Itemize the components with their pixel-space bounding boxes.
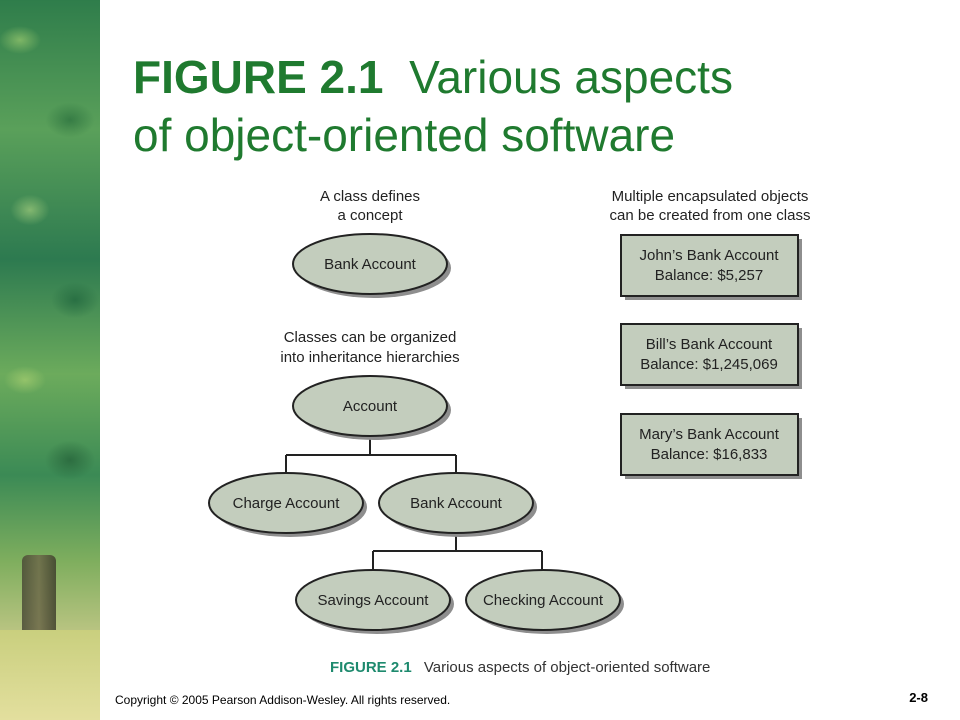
tree-decoration-image <box>0 0 100 720</box>
hierarchy-note-line1: Classes can be organized <box>284 329 457 346</box>
box-shape <box>620 234 799 297</box>
object-john-name: John’s Bank Account <box>640 247 780 264</box>
object-john-balance: Balance: $5,257 <box>655 267 763 284</box>
title-text-line2: of object-oriented software <box>133 109 676 161</box>
class-note-line2: a concept <box>337 207 403 224</box>
tree-trunk <box>22 555 56 635</box>
object-bill-name: Bill’s Bank Account <box>646 336 773 353</box>
object-bill-balance: Balance: $1,245,069 <box>640 356 778 373</box>
title-text-line1: Various aspects <box>409 51 733 103</box>
copyright-footer: Copyright © 2005 Pearson Addison-Wesley.… <box>115 693 451 707</box>
figure-caption: FIGURE 2.1 Various aspects of object-ori… <box>330 659 710 676</box>
object-box-mary: Mary’s Bank Account Balance: $16,833 <box>620 413 802 479</box>
node-bank-account: Bank Account <box>378 472 537 537</box>
class-note-line1: A class defines <box>320 188 420 205</box>
objects-note-line2: can be created from one class <box>610 207 811 224</box>
ellipse-shape <box>208 472 364 534</box>
ellipse-shape <box>292 375 448 437</box>
caption-text: Various aspects of object-oriented softw… <box>423 659 711 676</box>
page-number: 2-8 <box>909 690 928 705</box>
object-mary-name: Mary’s Bank Account <box>639 426 780 443</box>
ellipse-shape <box>465 569 621 631</box>
node-checking-account: Checking Account <box>465 569 624 634</box>
object-mary-balance: Balance: $16,833 <box>651 446 768 463</box>
box-shape <box>620 323 799 386</box>
ellipse-shape <box>292 233 448 295</box>
title-figure-label: FIGURE 2.1 <box>133 51 384 103</box>
node-bank-account-label: Bank Account <box>410 495 503 512</box>
ellipse-shape <box>295 569 451 631</box>
node-charge-account: Charge Account <box>208 472 367 537</box>
node-account-label: Account <box>343 398 398 415</box>
ellipse-shape <box>378 472 534 534</box>
class-bank-account-label: Bank Account <box>324 256 417 273</box>
object-box-john: John’s Bank Account Balance: $5,257 <box>620 234 802 300</box>
meadow-ground <box>0 630 100 720</box>
slide-title: FIGURE 2.1 Various aspects of object-ori… <box>133 48 733 164</box>
node-charge-account-label: Charge Account <box>233 495 341 512</box>
objects-note-line1: Multiple encapsulated objects <box>612 188 809 205</box>
node-savings-account: Savings Account <box>295 569 454 634</box>
object-box-bill: Bill’s Bank Account Balance: $1,245,069 <box>620 323 802 389</box>
node-account: Account <box>292 375 451 440</box>
hierarchy-note-line2: into inheritance hierarchies <box>280 349 459 366</box>
caption-label: FIGURE 2.1 <box>330 659 412 676</box>
box-shape <box>620 413 799 476</box>
node-checking-account-label: Checking Account <box>483 592 604 609</box>
node-savings-account-label: Savings Account <box>318 592 430 609</box>
class-bank-account-ellipse: Bank Account <box>292 233 451 298</box>
